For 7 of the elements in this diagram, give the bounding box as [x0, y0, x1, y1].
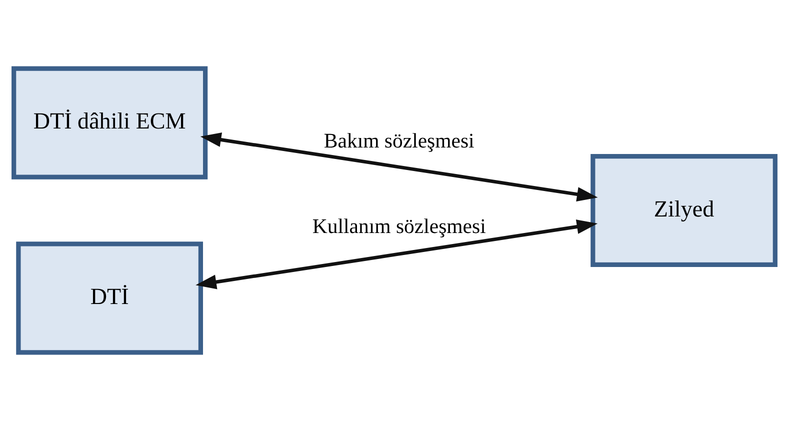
node-box: DTİ dâhili ECM	[12, 66, 208, 180]
arrow	[196, 220, 598, 290]
arrow	[200, 132, 598, 202]
edge-label: Kullanım sözleşmesi	[312, 216, 486, 238]
edge-label: Bakım sözleşmesi	[324, 130, 474, 153]
node-box: DTİ	[16, 242, 204, 355]
node-box: Zilyed	[590, 154, 778, 268]
